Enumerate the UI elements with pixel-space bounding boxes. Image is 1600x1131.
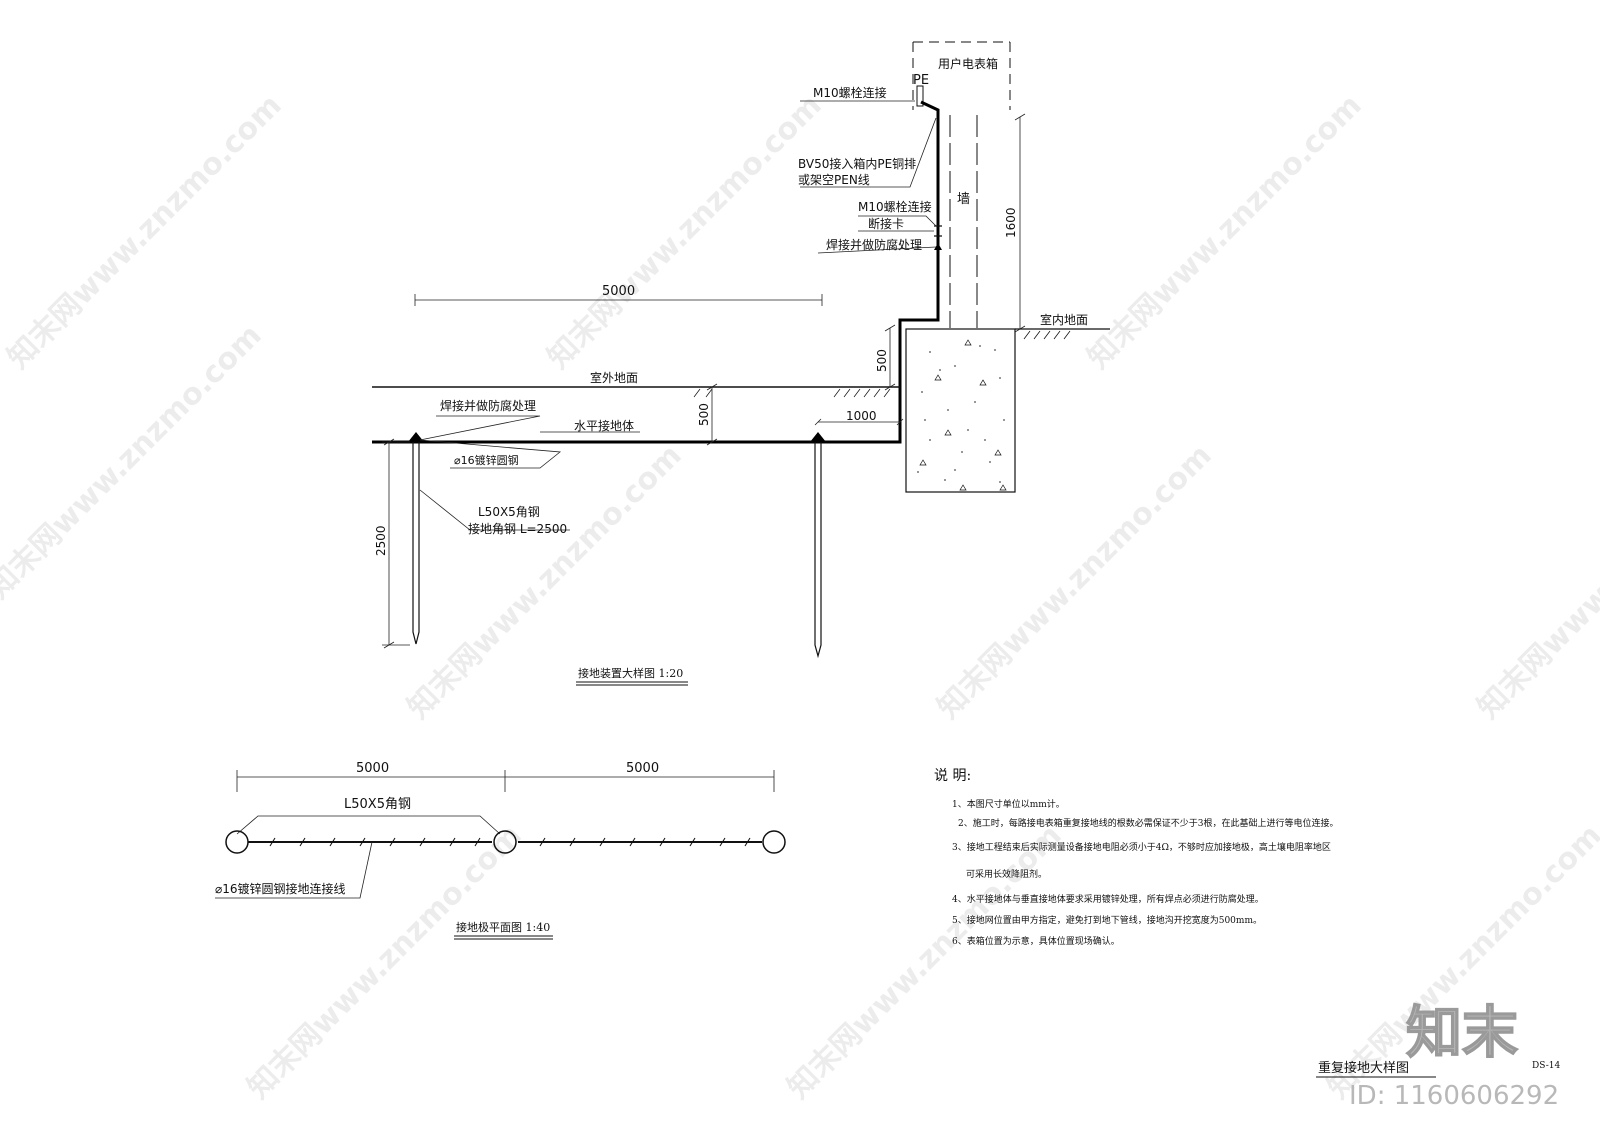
electrode-plan-detail: 5000 5000 L50X5角钢 ⌀16镀锌圆钢接地连接线 接地极平面图 1:…: [215, 761, 786, 940]
concrete-hatch: [917, 345, 1005, 483]
callout-break-card: 断接卡: [868, 216, 904, 231]
angle-steel-line1: L50X5角钢: [478, 505, 540, 519]
plan-electrode-1: [225, 830, 249, 854]
dim-1000-text: 1000: [846, 409, 877, 423]
dim-500-lower: 500: [697, 383, 718, 446]
plan-electrode-2: [493, 830, 517, 854]
plan-caption: 接地极平面图 1:40: [456, 920, 550, 934]
dim-500-upper: 500: [875, 324, 896, 391]
notes-heading: 说 明:: [934, 768, 971, 784]
dim-5000-top-text: 5000: [602, 284, 635, 299]
watermark-text: 知末网www.znzmo.com: [241, 818, 529, 1106]
brand-logo-text: 知末: [1406, 1001, 1518, 1066]
callout-weld-lower: 焊接并做防腐处理: [440, 398, 536, 413]
plan-dim-right-text: 5000: [626, 761, 659, 776]
watermark-text: 知末网www.znzmo.com: [401, 438, 689, 726]
note-item-3-cont: 可采用长效降阻剂。: [966, 868, 1047, 880]
brand-watermark: 知末 ID: 1160606292: [1349, 1000, 1559, 1111]
note-item-2: 2、施工时，每路接电表箱重复接地线的根数必需保证不少于3根，在此基础上进行等电位…: [958, 817, 1338, 829]
plan-link-label: ⌀16镀锌圆钢接地连接线: [215, 881, 346, 896]
note-item-3: 3、接地工程结束后实际测量设备接地电阻必须小于4Ω，不够时应加接地极，高土壤电阻…: [952, 841, 1331, 853]
plan-dim-left: 5000: [236, 761, 506, 792]
outdoor-ground-label: 室外地面: [590, 370, 638, 385]
watermark-text: 知末网www.znzmo.com: [781, 818, 1069, 1106]
indoor-floor-label: 室内地面: [1040, 312, 1088, 327]
dim-1000: 1000: [814, 409, 904, 426]
electrode-left: [408, 432, 424, 645]
drawing-title: 重复接地大样图: [1318, 1060, 1409, 1076]
callout-leaders: [419, 100, 937, 531]
dim-500-upper-text: 500: [875, 349, 889, 372]
meter-box: 用户电表箱 PE: [912, 41, 1011, 110]
watermark-text: 知末网www.znzmo.com: [0, 318, 269, 606]
plan-angle-label: L50X5角钢: [344, 797, 411, 812]
watermark-text: 知末网www.znzmo.com: [541, 88, 829, 376]
foundation-block: [905, 328, 1016, 493]
wall: 墙: [949, 115, 978, 328]
horizontal-conductor-label: 水平接地体: [574, 418, 634, 433]
watermark-text: 知末网www.znzmo.com: [931, 438, 1219, 726]
brand-id-text: ID: 1160606292: [1349, 1081, 1559, 1111]
note-item-1: 1、本图尺寸单位以mm计。: [952, 798, 1065, 810]
callout-m10-mid: M10螺栓连接: [858, 199, 932, 214]
plan-angle-leader: [236, 815, 501, 835]
watermark-text: 知末网www.znzmo.com: [1471, 438, 1600, 726]
plan-dim-right: 5000: [505, 761, 775, 792]
round-steel-label: ⌀16镀锌圆钢: [454, 453, 519, 467]
note-item-4: 4、水平接地体与垂直接地体要求采用镀锌处理，所有焊点必须进行防腐处理。: [952, 893, 1264, 905]
drawing-number: DS-14: [1532, 1061, 1560, 1071]
note-item-5: 5、接地网位置由甲方指定，避免打到地下管线，接地沟开挖宽度为500mm。: [952, 914, 1262, 926]
title-block: 重复接地大样图 DS-14: [1316, 1060, 1560, 1078]
notes-block: 说 明: 1、本图尺寸单位以mm计。 2、施工时，每路接电表箱重复接地线的根数必…: [934, 768, 1338, 947]
note-item-6: 6、表箱位置为示意，具体位置现场确认。: [952, 935, 1120, 947]
pe-label: PE: [913, 73, 929, 88]
meter-box-label: 用户电表箱: [938, 56, 998, 71]
weld-mark-upper: [934, 243, 942, 250]
callout-bv50-line1: BV50接入箱内PE铜排: [798, 156, 916, 171]
dim-2500-text: 2500: [374, 525, 388, 556]
top-detail-caption: 接地装置大样图 1:20: [578, 666, 683, 680]
grounding-device-detail: 用户电表箱 PE 墙: [372, 41, 1110, 686]
plan-link-leader: [215, 841, 373, 899]
watermark-text: 知末网www.znzmo.com: [1081, 88, 1369, 376]
concrete-triangles: [919, 339, 1007, 491]
dim-2500: 2500: [374, 438, 410, 649]
callout-bv50-line2: 或架空PEN线: [798, 173, 870, 187]
watermark-layer: 知末网www.znzmo.com 知末网www.znzmo.com 知末网www…: [0, 88, 1600, 1106]
indoor-floor: 室内地面: [1015, 312, 1110, 340]
dim-500-lower-text: 500: [697, 403, 711, 426]
outdoor-ground: 室外地面: [372, 370, 900, 398]
callout-weld-upper: 焊接并做防腐处理: [826, 237, 922, 252]
dim-1600: 1600: [1004, 113, 1026, 333]
electrode-right: [810, 432, 826, 659]
plan-link-ticks: [269, 837, 751, 847]
plan-electrode-3: [762, 830, 786, 854]
dim-1600-text: 1600: [1004, 207, 1018, 238]
pe-busbar: [916, 85, 924, 107]
break-card: [934, 225, 942, 237]
plan-dim-left-text: 5000: [356, 761, 389, 776]
callout-m10-top: M10螺栓连接: [813, 85, 887, 100]
dim-5000-top: 5000: [414, 284, 823, 306]
angle-steel-line2: 接地角钢 L=2500: [468, 521, 567, 536]
wall-label: 墙: [957, 192, 970, 207]
